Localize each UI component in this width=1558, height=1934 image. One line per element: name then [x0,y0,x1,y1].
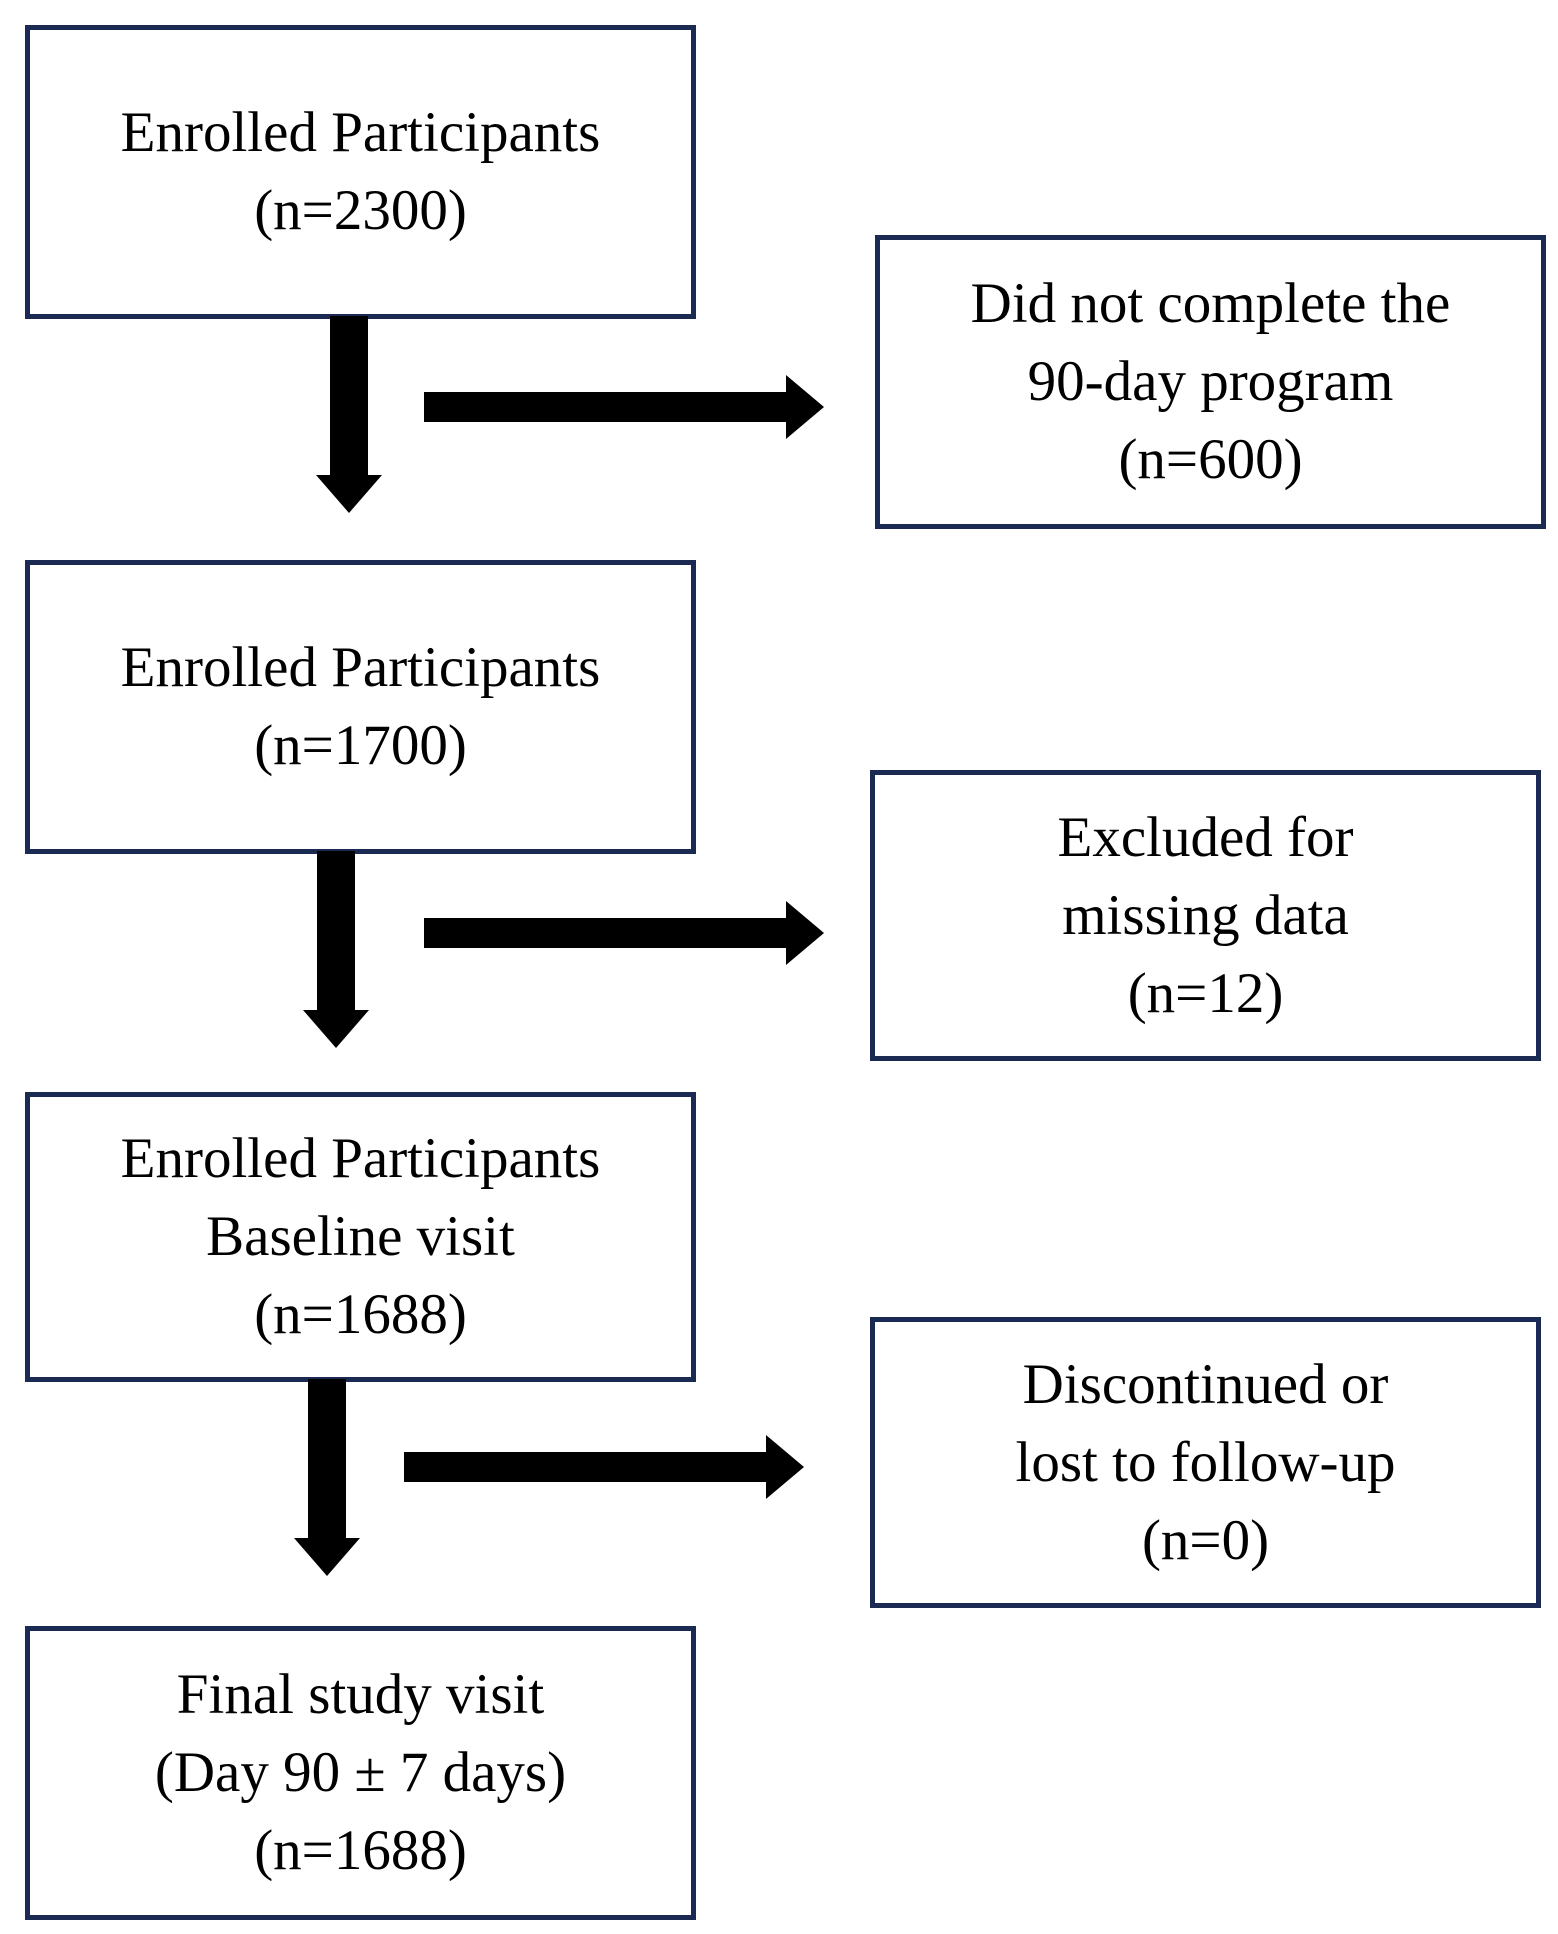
box-line: Enrolled Participants [120,1127,601,1190]
arrow-shaft [308,1379,346,1539]
box-line: (n=2300) [254,179,467,242]
box-line: 90-day program [1027,350,1394,413]
arrow-head [316,475,382,513]
arrow-head [294,1538,360,1576]
box-line: Excluded for [1057,805,1354,869]
enrolled-1700-box: Enrolled Participants (n=1700) [25,560,696,854]
did-not-complete-box: Did not complete the 90-day program (n=6… [875,235,1546,529]
box-line: (n=12) [1127,961,1284,1025]
arrow-shaft [424,918,786,948]
box-line: (n=0) [1141,1508,1270,1572]
box-line: (Day 90 ± 7 days) [154,1741,567,1804]
arrow-shaft [424,392,786,422]
box-line: Enrolled Participants [120,636,601,699]
arrow-head [786,901,824,965]
discontinued-lost-box: Discontinued or lost to follow-up (n=0) [870,1317,1541,1608]
enrolled-2300-box: Enrolled Participants (n=2300) [25,25,696,319]
final-study-visit-box: Final study visit (Day 90 ± 7 days) (n=1… [25,1626,696,1920]
arrow-shaft [317,851,355,1011]
arrow-head [766,1435,804,1499]
box-line: Final study visit [176,1663,545,1726]
box-line: (n=1688) [254,1819,467,1882]
arrow-head [786,375,824,439]
box-line: lost to follow-up [1015,1430,1396,1494]
box-line: (n=1700) [254,714,467,777]
box-line: (n=1688) [254,1283,467,1346]
box-line: (n=600) [1118,428,1303,491]
box-line: missing data [1062,883,1349,947]
arrow-head [303,1010,369,1048]
box-line: Enrolled Participants [120,101,601,164]
box-line: Did not complete the [970,272,1451,335]
box-line: Discontinued or [1022,1352,1389,1416]
arrow-shaft [404,1452,766,1482]
excluded-missing-data-box: Excluded for missing data (n=12) [870,770,1541,1061]
baseline-visit-box: Enrolled Participants Baseline visit (n=… [25,1092,696,1382]
box-line: Baseline visit [206,1205,515,1268]
arrow-shaft [330,316,368,476]
